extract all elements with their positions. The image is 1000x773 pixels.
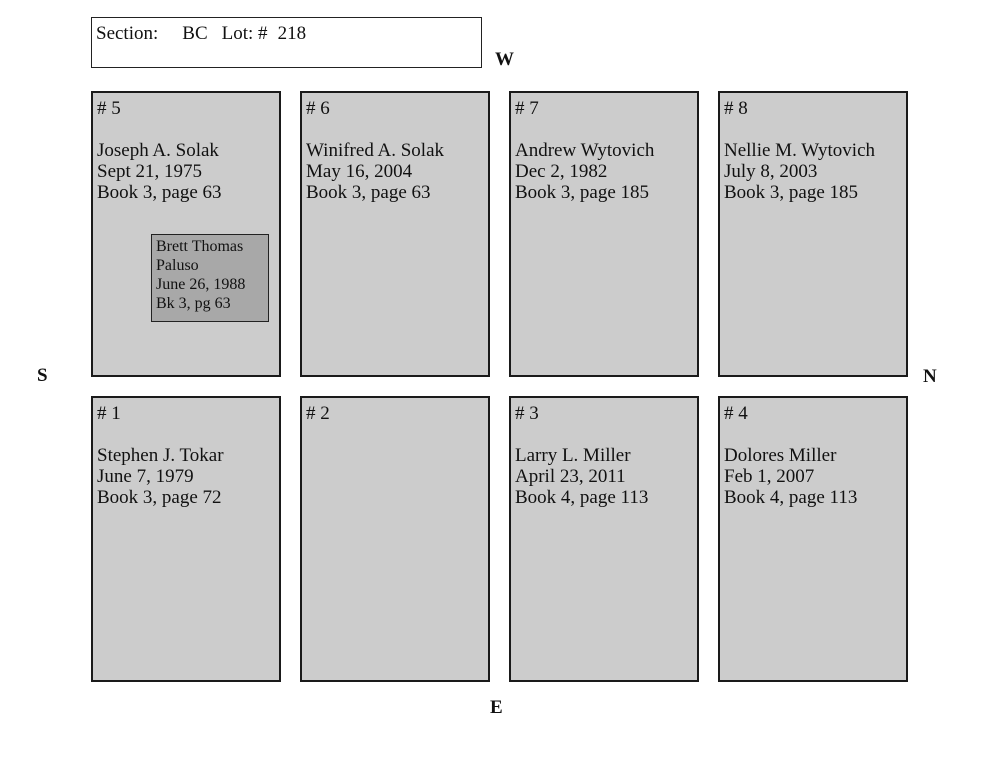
burial-date: Feb 1, 2007: [724, 466, 815, 487]
grave-plot-4: # 4 Dolores Miller Feb 1, 2007 Book 4, p…: [718, 396, 908, 682]
burial-date: Sept 21, 1975: [97, 161, 203, 182]
burial-date: April 23, 2011: [515, 466, 626, 487]
interred-name: Dolores Miller: [724, 445, 837, 466]
plot-number: # 1: [97, 403, 121, 424]
plot-number: # 3: [515, 403, 539, 424]
additional-interment-box: Brett Thomas Paluso June 26, 1988 Bk 3, …: [151, 234, 269, 322]
grave-plot-1: # 1 Stephen J. Tokar June 7, 1979 Book 3…: [91, 396, 281, 682]
compass-east: E: [490, 697, 503, 718]
grave-plot-6: # 6 Winifred A. Solak May 16, 2004 Book …: [300, 91, 490, 377]
plot-number: # 7: [515, 98, 539, 119]
interred-name: Larry L. Miller: [515, 445, 631, 466]
grave-plot-7: # 7 Andrew Wytovich Dec 2, 1982 Book 3, …: [509, 91, 699, 377]
record-reference: Book 3, page 185: [724, 182, 859, 203]
record-reference: Book 4, page 113: [515, 487, 649, 508]
compass-north: N: [923, 366, 937, 387]
grave-plot-2: # 2: [300, 396, 490, 682]
grave-plot-8: # 8 Nellie M. Wytovich July 8, 2003 Book…: [718, 91, 908, 377]
record-reference: Book 3, page 185: [515, 182, 650, 203]
record-reference: Book 3, page 63: [97, 182, 222, 203]
grave-plot-3: # 3 Larry L. Miller April 23, 2011 Book …: [509, 396, 699, 682]
burial-date: June 26, 1988: [156, 276, 246, 293]
section-label: Section:: [96, 23, 159, 44]
record-reference: Book 3, page 72: [97, 487, 222, 508]
plot-number: # 4: [724, 403, 748, 424]
section-lot-header: Section: BC Lot: # 218: [91, 17, 482, 68]
interred-name-line-1: Brett Thomas: [156, 238, 244, 255]
section-value: BC: [182, 23, 208, 44]
interred-name: Winifred A. Solak: [306, 140, 445, 161]
grave-plot-5: # 5 Joseph A. Solak Sept 21, 1975 Book 3…: [91, 91, 281, 377]
burial-date: July 8, 2003: [724, 161, 818, 182]
interred-name: Nellie M. Wytovich: [724, 140, 876, 161]
lot-label: Lot: #: [221, 23, 268, 44]
record-reference: Book 3, page 63: [306, 182, 431, 203]
lot-value: 218: [277, 23, 307, 44]
interred-name: Stephen J. Tokar: [97, 445, 224, 466]
compass-west: W: [495, 49, 514, 70]
interred-name: Andrew Wytovich: [515, 140, 655, 161]
plot-number: # 6: [306, 98, 330, 119]
record-reference: Book 4, page 113: [724, 487, 858, 508]
interred-name: Joseph A. Solak: [97, 140, 219, 161]
burial-date: Dec 2, 1982: [515, 161, 608, 182]
plot-number: # 5: [97, 98, 121, 119]
plot-number: # 8: [724, 98, 748, 119]
interred-name-line-2: Paluso: [156, 257, 199, 274]
record-reference: Bk 3, pg 63: [156, 295, 231, 312]
burial-date: May 16, 2004: [306, 161, 413, 182]
burial-date: June 7, 1979: [97, 466, 194, 487]
plot-number: # 2: [306, 403, 330, 424]
compass-south: S: [37, 365, 48, 386]
